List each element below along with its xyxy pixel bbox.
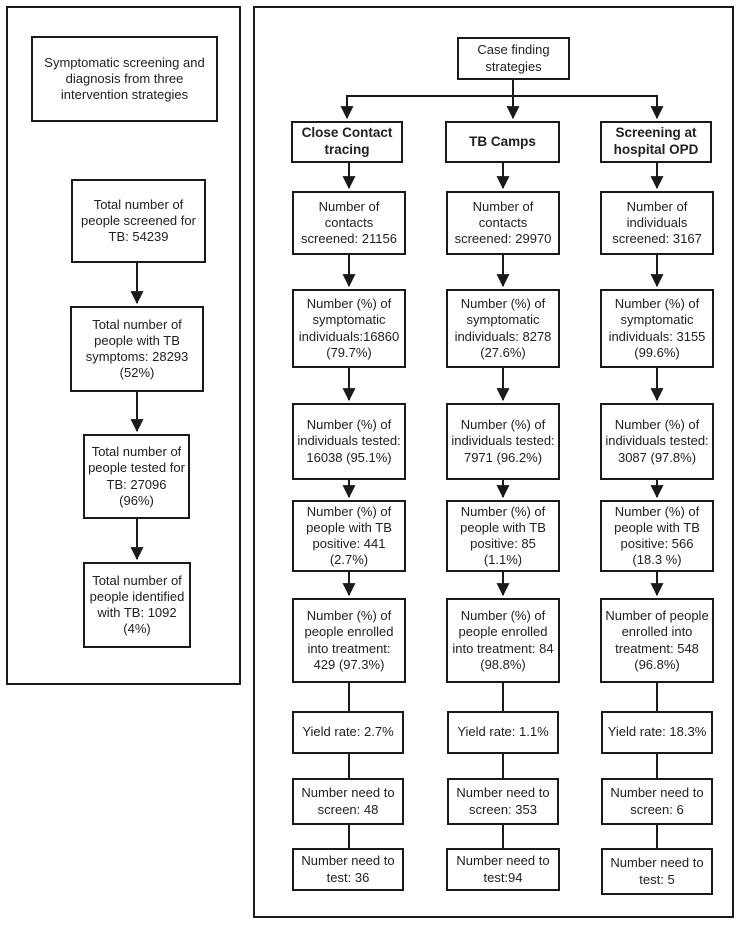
header-close-contact: Close Contact tracing — [291, 121, 403, 163]
cc-need-screen: Number need to screen: 48 — [292, 778, 404, 825]
camp-symptomatic: Number (%) of symptomatic individuals: 8… — [446, 289, 560, 368]
total-screened-node: Total number of people screened for TB: … — [71, 179, 206, 263]
cc-tested: Number (%) of individuals tested: 16038 … — [292, 403, 406, 480]
opd-need-screen: Number need to screen: 6 — [601, 778, 713, 825]
camp-contacts-screened: Number of contacts screened: 29970 — [446, 191, 560, 255]
right-panel — [253, 6, 734, 918]
camp-need-test: Number need to test:94 — [446, 848, 560, 891]
left-panel — [6, 6, 241, 685]
cc-tb-positive: Number (%) of people with TB positive: 4… — [292, 500, 406, 572]
camp-need-screen: Number need to screen: 353 — [447, 778, 559, 825]
opd-enrolled: Number of people enrolled into treatment… — [600, 598, 714, 683]
opd-symptomatic: Number (%) of symptomatic individuals: 3… — [600, 289, 714, 368]
cc-contacts-screened: Number of contacts screened: 21156 — [292, 191, 406, 255]
camp-tested: Number (%) of individuals tested: 7971 (… — [446, 403, 560, 480]
cc-enrolled: Number (%) of people enrolled into treat… — [292, 598, 406, 683]
opd-need-test: Number need to test: 5 — [601, 848, 713, 895]
opd-yield-rate: Yield rate: 18.3% — [601, 711, 713, 754]
opd-tb-positive: Number (%) of people with TB positive: 5… — [600, 500, 714, 572]
opd-tested: Number (%) of individuals tested: 3087 (… — [600, 403, 714, 480]
cc-need-test: Number need to test: 36 — [292, 848, 404, 891]
total-identified-node: Total number of people identified with T… — [83, 562, 191, 648]
plain-connectors — [346, 80, 658, 849]
opd-individuals-screened: Number of individuals screened: 3167 — [600, 191, 714, 255]
camp-yield-rate: Yield rate: 1.1% — [447, 711, 559, 754]
camp-tb-positive: Number (%) of people with TB positive: 8… — [446, 500, 560, 572]
header-hospital-opd: Screening at hospital OPD — [600, 121, 712, 163]
total-tested-node: Total number of people tested for TB: 27… — [83, 434, 190, 519]
header-tb-camps: TB Camps — [445, 121, 560, 163]
case-finding-node: Case finding strategies — [457, 37, 570, 80]
left-title-node: Symptomatic screening and diagnosis from… — [31, 36, 218, 122]
camp-enrolled: Number (%) of people enrolled into treat… — [446, 598, 560, 683]
cc-yield-rate: Yield rate: 2.7% — [292, 711, 404, 754]
total-symptomatic-node: Total number of people with TB symptoms:… — [70, 306, 204, 392]
cc-symptomatic: Number (%) of symptomatic individuals:16… — [292, 289, 406, 368]
